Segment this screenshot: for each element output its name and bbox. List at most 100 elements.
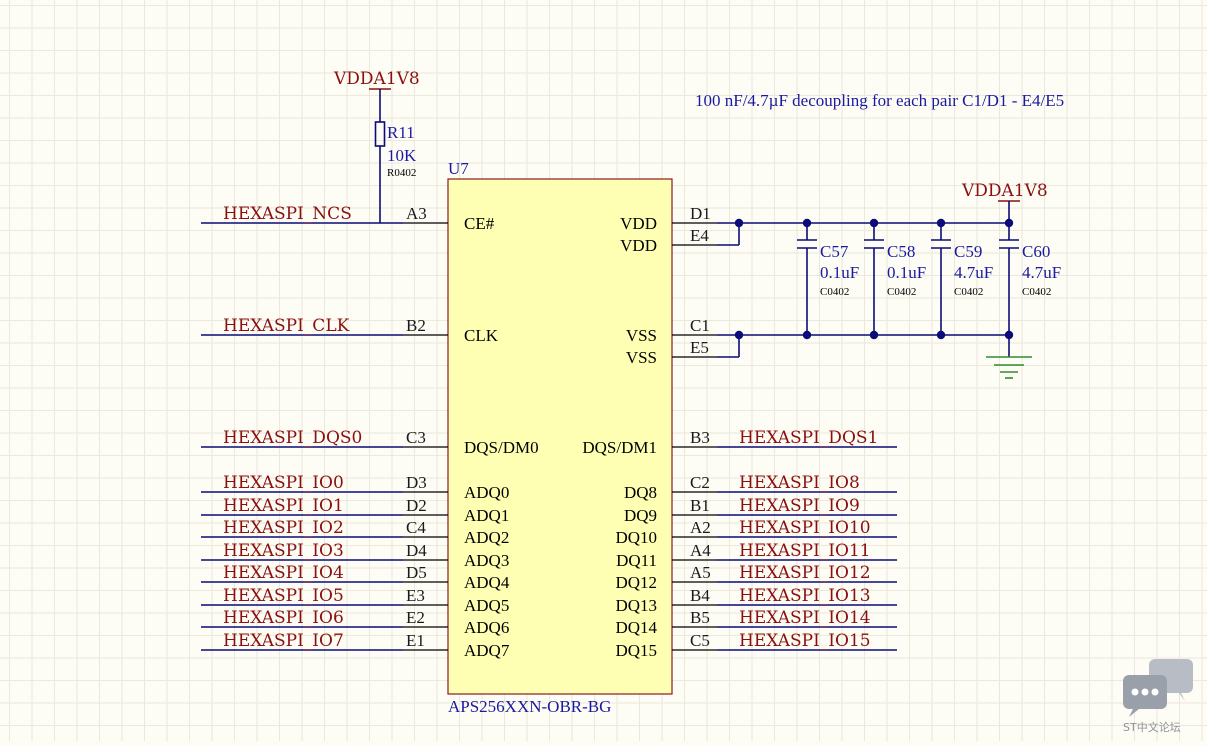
forum-watermark: ST中文论坛 [1119,655,1199,735]
power-port-right: VDDA1V8 [961,181,1048,223]
pin-name: ADQ5 [464,596,509,615]
junction-dot [936,330,946,340]
pin-number: A3 [406,204,427,223]
pin-number: C5 [690,631,710,650]
pin-number: D1 [690,204,711,223]
pin-name: ADQ2 [464,528,509,547]
capacitor-package: C0402 [887,286,916,298]
net-label: HEXASPI_IO1 [223,496,344,516]
capacitor-ref: C57 [820,242,849,261]
pin-number: D3 [406,473,427,492]
net-label: HEXASPI_IO15 [739,631,871,651]
net-label: HEXASPI_IO5 [223,586,344,606]
resistor-r11: R11 10K R0402 [374,121,417,223]
ic-u7: U7 APS256XXN-OBR-BG [447,159,673,716]
resistor-ref: R11 [387,123,415,142]
resistor-package: R0402 [387,167,416,179]
pin-number: C3 [406,428,426,447]
pin-number: A5 [690,563,711,582]
capacitor-c58: C58 0.1uF C0402 [864,218,926,340]
pin-name: VDD [620,236,657,255]
junction-dot [1004,330,1014,340]
net-label: HEXASPI_CLK [223,316,350,336]
power-label-top: VDDA1V8 [333,69,420,89]
pin-number: B5 [690,608,710,627]
net-label: HEXASPI_IO9 [739,496,860,516]
pin-number: E1 [406,631,425,650]
capacitor-package: C0402 [1022,286,1051,298]
pin-name: DQ14 [615,618,657,637]
pin-name: VDD [620,214,657,233]
capacitor-ref: C60 [1022,242,1050,261]
pin-number: B3 [690,428,710,447]
pin-number: C1 [690,316,710,335]
pin-name: CLK [464,326,499,345]
junction-dot [802,330,812,340]
capacitor-bank: C570.1uFC0402C580.1uFC0402C594.7uFC0402C… [797,218,1061,340]
pin-name: ADQ0 [464,483,509,502]
decoupling-network: VDDA1V8 C570.1uFC0402C580.1uFC0402C594.7… [734,181,1061,379]
pin-name: ADQ4 [464,573,510,592]
pin-number: C2 [690,473,710,492]
ground-symbol-icon [986,335,1032,379]
capacitor-value: 0.1uF [820,263,859,282]
pin-name: CE# [464,214,495,233]
net-label: HEXASPI_DQS0 [223,428,362,448]
net-label: HEXASPI_IO2 [223,518,344,538]
capacitor-c60: C60 4.7uF C0402 [999,218,1061,340]
decoupling-note: 100 nF/4.7µF decoupling for each pair C1… [695,91,1064,110]
pin-name: VSS [626,348,657,367]
net-label: HEXASPI_NCS [223,204,352,224]
pin-number: E3 [406,586,425,605]
pin-name: DQ10 [615,528,657,547]
chat-bubbles-icon [1123,659,1193,717]
capacitor-value: 0.1uF [887,263,926,282]
pin-name: DQS/DM0 [464,438,539,457]
pin-number: B2 [406,316,426,335]
ic-ref: U7 [448,159,469,178]
net-label: HEXASPI_DQS1 [739,428,878,448]
ic-part-number: APS256XXN-OBR-BG [448,697,611,716]
pin-number: D2 [406,496,427,515]
junction-dot [869,218,879,228]
pin-name: ADQ7 [464,641,510,660]
net-label: HEXASPI_IO14 [739,608,871,628]
net-label: HEXASPI_IO4 [223,563,344,583]
junction-dot [734,330,744,340]
capacitor-ref: C58 [887,242,915,261]
capacitor-ref: C59 [954,242,982,261]
pin-number: B4 [690,586,710,605]
junction-dot [869,330,879,340]
pin-number: D4 [406,541,427,560]
net-label: HEXASPI_IO7 [223,631,344,651]
pin-name: DQ11 [616,551,657,570]
junction-dot [734,218,744,228]
junction-dot [1004,218,1014,228]
pin-name: DQS/DM1 [582,438,657,457]
pin-number: B1 [690,496,710,515]
net-label: HEXASPI_IO6 [223,608,344,628]
net-label: HEXASPI_IO3 [223,541,344,561]
capacitor-value: 4.7uF [1022,263,1061,282]
junction-dot [802,218,812,228]
net-label: HEXASPI_IO10 [739,518,871,538]
